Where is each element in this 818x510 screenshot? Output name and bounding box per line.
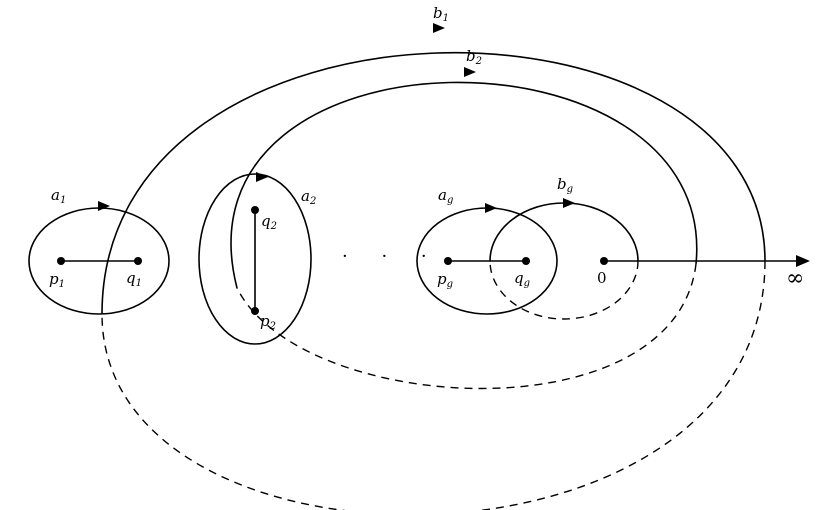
point-p1 xyxy=(57,257,65,265)
arrow-a1 xyxy=(98,201,110,211)
label-qg: qg xyxy=(514,269,531,289)
label-p1: p1 xyxy=(49,270,65,290)
label-infinity: ∞ xyxy=(786,266,805,291)
arrow-bg xyxy=(563,198,575,208)
cycle-a2 xyxy=(198,173,312,345)
cycle-b1-front xyxy=(101,51,766,315)
label-pg: pg xyxy=(437,270,454,290)
label-b1: b1 xyxy=(433,4,449,24)
point-zero xyxy=(600,257,608,265)
point-p2 xyxy=(251,307,259,315)
label-zero: 0 xyxy=(597,269,607,287)
arrow-a2 xyxy=(256,172,268,182)
arrow-ag xyxy=(485,203,497,213)
arrow-b2 xyxy=(464,67,476,77)
cycle-b1-back xyxy=(101,260,766,510)
label-b2: b2 xyxy=(466,47,482,67)
label-a2: a2 xyxy=(301,187,317,207)
label-q2: q2 xyxy=(261,212,277,232)
cycle-b2-back xyxy=(236,263,697,390)
arrow-b1 xyxy=(433,23,445,33)
label-p2: p2 xyxy=(260,312,276,332)
label-q1: q1 xyxy=(126,269,142,289)
ellipsis: · · · xyxy=(342,246,441,267)
point-q2 xyxy=(251,206,259,214)
point-q1 xyxy=(134,257,142,265)
arrow-infinity xyxy=(796,255,810,267)
label-bg: bg xyxy=(557,175,574,195)
point-pg xyxy=(444,257,452,265)
point-qg xyxy=(522,257,530,265)
label-a1: a1 xyxy=(51,186,67,206)
label-ag: ag xyxy=(438,186,454,206)
cycle-bg-back xyxy=(489,260,639,320)
cycle-b2-front xyxy=(230,81,698,289)
